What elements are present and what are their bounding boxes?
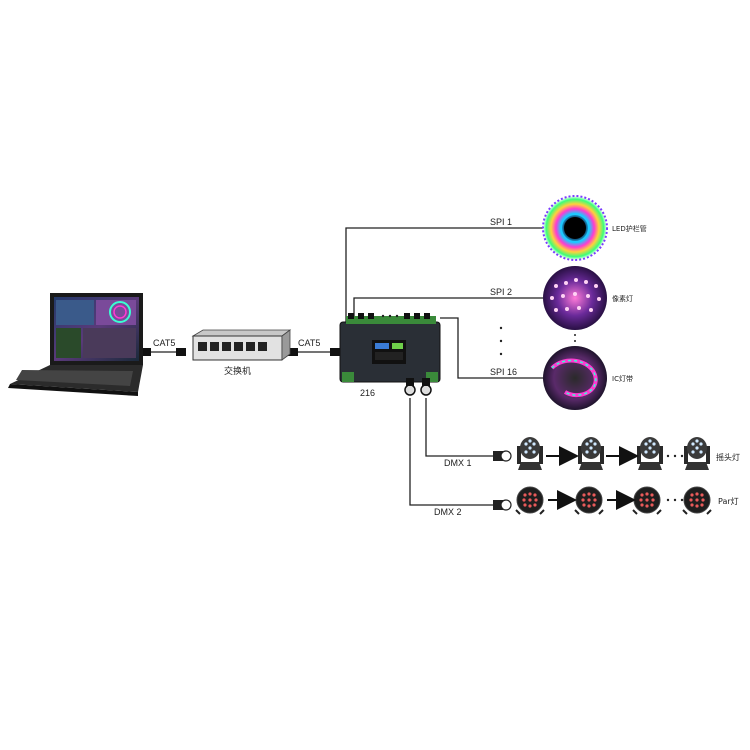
dmx2-label: DMX 2 xyxy=(434,507,462,517)
dmx-connectors xyxy=(493,450,512,511)
network-switch-icon xyxy=(191,329,292,361)
switch-label: 交换机 xyxy=(224,365,251,377)
spi16-line xyxy=(440,317,543,379)
par-can-light-icon xyxy=(515,486,545,515)
par-light-row xyxy=(515,486,712,515)
ic-strip-icon xyxy=(543,346,607,410)
par-can-light-icon xyxy=(574,486,604,515)
moving-head-light-icon xyxy=(684,437,710,470)
controller-label: 216 xyxy=(360,388,375,398)
pixel-light-label: 像素灯 xyxy=(612,294,633,303)
spi1-label: SPI 1 xyxy=(490,217,512,227)
par-can-light-icon xyxy=(632,486,662,515)
chain-dots xyxy=(666,454,684,502)
spi16-label: SPI 16 xyxy=(490,367,517,377)
moving-head-row xyxy=(517,437,710,470)
dmx1-label: DMX 1 xyxy=(444,458,472,468)
cat5-label-left: CAT5 xyxy=(153,338,175,348)
led-tube-icon xyxy=(542,195,608,261)
par-light-label: Par灯 xyxy=(718,496,739,506)
par-can-light-icon xyxy=(682,486,712,515)
plug-right-a xyxy=(288,348,298,356)
spi-dots xyxy=(499,326,576,356)
chain-arrows xyxy=(546,446,639,510)
plug-right-b xyxy=(330,348,340,356)
moving-head-label: 摇头灯 xyxy=(716,452,740,462)
dmx2-line xyxy=(409,398,493,506)
plug-left-b xyxy=(176,348,186,356)
moving-head-light-icon xyxy=(517,437,543,470)
dmx1-line xyxy=(425,398,493,457)
plug-left-a xyxy=(141,348,151,356)
led-tube-label: LED护栏管 xyxy=(612,224,647,233)
spi1-line xyxy=(345,227,543,322)
controller-dots xyxy=(381,314,399,318)
laptop-icon xyxy=(8,293,143,396)
cable-plugs xyxy=(141,348,340,356)
ic-strip-label: IC灯带 xyxy=(612,374,633,383)
moving-head-light-icon xyxy=(578,437,604,470)
moving-head-light-icon xyxy=(637,437,663,470)
spi2-label: SPI 2 xyxy=(490,287,512,297)
cat5-label-right: CAT5 xyxy=(298,338,320,348)
led-controller-icon xyxy=(339,313,441,396)
pixel-light-icon xyxy=(543,266,607,330)
